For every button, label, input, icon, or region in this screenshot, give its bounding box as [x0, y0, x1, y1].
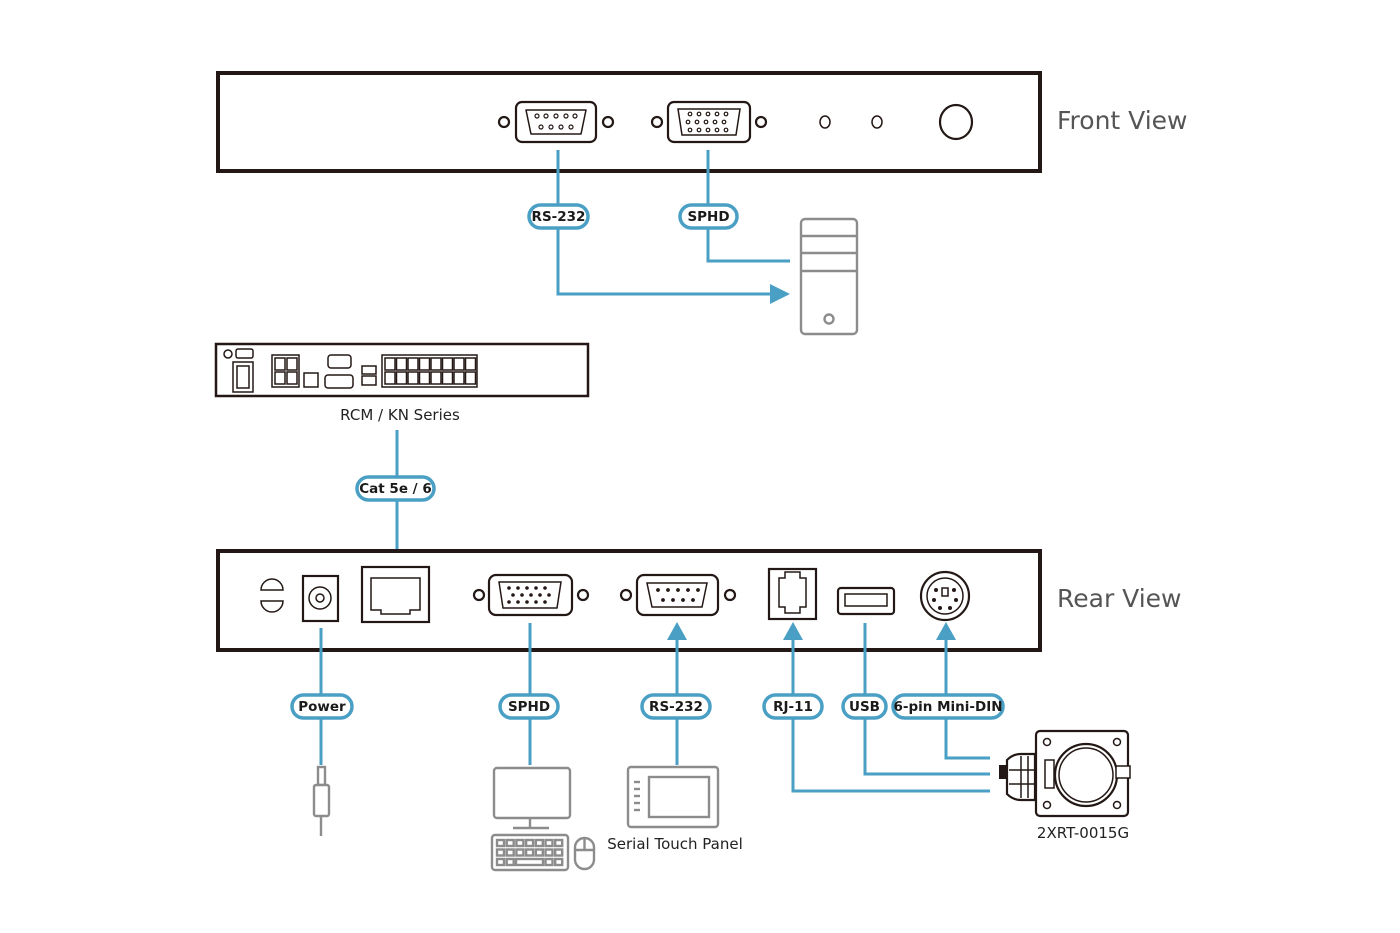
- kvm-switch-label: RCM / KN Series: [340, 406, 460, 424]
- kvm-port-icon: [418, 371, 431, 385]
- svg-text:RS-232: RS-232: [649, 699, 703, 715]
- kvm-port-icon: [430, 371, 442, 385]
- pill-cat5: Cat 5e / 6: [355, 475, 436, 502]
- pill-front-rs232: RS-232: [527, 203, 590, 230]
- kvm-switch-device: [214, 342, 590, 398]
- svg-text:6-pin Mini-DIN: 6-pin Mini-DIN: [893, 699, 1002, 715]
- key-icon: [505, 848, 515, 857]
- key-icon: [524, 838, 535, 848]
- key-icon: [534, 848, 544, 857]
- usb-port-icon: [836, 586, 896, 616]
- svg-text:Power: Power: [298, 699, 346, 715]
- pill-front-sphd: SPHD: [678, 203, 739, 230]
- svg-text:RJ-11: RJ-11: [773, 699, 813, 715]
- pill-rj11: RJ-11: [762, 693, 824, 720]
- keyboard-icon: [490, 833, 570, 872]
- rj45-port-icon: [360, 565, 431, 624]
- pill-rear-rs232: RS-232: [640, 693, 712, 720]
- key-icon: [505, 857, 515, 867]
- mouse-icon: [573, 836, 596, 871]
- kvm-port-icon: [441, 371, 454, 385]
- rj11-port-icon: [767, 567, 818, 621]
- kvm-port-icon: [464, 371, 477, 385]
- mini-din-cable: [944, 640, 990, 760]
- touch-panel-icon: [626, 765, 720, 829]
- pill-mini-din: 6-pin Mini-DIN: [891, 693, 1005, 720]
- kvm-port-icon: [441, 357, 454, 371]
- kvm-port-icon: [464, 357, 477, 371]
- svg-text:SPHD: SPHD: [687, 209, 729, 225]
- front-view-unit: [216, 71, 1042, 173]
- key-icon: [495, 848, 506, 857]
- usb-cable: [863, 623, 990, 776]
- key-icon: [515, 848, 525, 857]
- kvm-port-icon: [418, 357, 431, 371]
- arrow-to-rj11-icon: [783, 622, 803, 640]
- front-sphd-cable: [706, 150, 790, 263]
- arrow-to-mini-din-icon: [936, 622, 956, 640]
- svg-text:SPHD: SPHD: [508, 699, 550, 715]
- key-icon: [554, 857, 564, 867]
- kvm-port-icon: [407, 357, 419, 371]
- spacebar-icon: [514, 857, 545, 867]
- front-cables: [556, 150, 790, 304]
- kvm-port-icon: [407, 371, 419, 385]
- key-icon: [495, 857, 506, 867]
- kvm-port-icon: [395, 357, 408, 371]
- pill-rear-sphd: SPHD: [498, 693, 560, 720]
- svg-text:USB: USB: [849, 699, 880, 715]
- power-button-icon: [938, 103, 974, 141]
- rj11-cable: [791, 638, 990, 793]
- rear-sphd-port-icon: [472, 573, 590, 617]
- front-sphd-port-icon: [650, 100, 768, 144]
- kvm-port-icon: [453, 371, 465, 385]
- rear-rs232-port-icon: [619, 573, 737, 617]
- key-icon: [534, 838, 544, 848]
- key-icon: [554, 848, 564, 857]
- kvm-port-icon: [395, 371, 408, 385]
- key-icon: [544, 838, 554, 848]
- front-view-label: Front View: [1057, 106, 1188, 135]
- mini-din-port-icon: [919, 570, 971, 622]
- kvm-port-icon: [453, 357, 465, 371]
- led-indicator-icon: [871, 115, 883, 129]
- arrow-to-rs232-icon: [667, 622, 687, 640]
- camera-label: 2XRT-0015G: [1037, 824, 1129, 842]
- key-icon: [544, 857, 554, 867]
- front-rs232-cable: [556, 150, 775, 296]
- rear-view-label: Rear View: [1057, 584, 1182, 613]
- camera-device-icon: [999, 729, 1131, 818]
- led-indicator-icon: [819, 115, 831, 129]
- power-plug-icon: [312, 765, 331, 836]
- rear-view-unit: [216, 549, 1042, 652]
- key-icon: [495, 838, 506, 848]
- touch-panel-label: Serial Touch Panel: [607, 835, 743, 853]
- front-panel-outline: [216, 71, 1042, 173]
- grounding-icon: [260, 578, 284, 613]
- pill-usb: USB: [841, 693, 888, 720]
- svg-text:RS-232: RS-232: [532, 209, 586, 225]
- kvm-port-icon: [384, 371, 396, 385]
- kvm-port-icon: [430, 357, 442, 371]
- pill-power: Power: [290, 693, 354, 720]
- key-icon: [524, 848, 535, 857]
- dc-power-jack-icon: [301, 574, 340, 623]
- arrow-to-computer-icon: [770, 284, 790, 304]
- computer-tower-icon: [799, 217, 859, 336]
- rear-panel-outline: [216, 549, 1042, 652]
- svg-text:Cat 5e / 6: Cat 5e / 6: [359, 481, 431, 497]
- key-icon: [505, 838, 515, 848]
- key-icon: [554, 838, 564, 848]
- front-rs232-port-icon: [497, 100, 615, 144]
- key-icon: [515, 838, 525, 848]
- kvm-port-icon: [384, 357, 396, 371]
- key-icon: [544, 848, 554, 857]
- monitor-icon: [492, 766, 572, 830]
